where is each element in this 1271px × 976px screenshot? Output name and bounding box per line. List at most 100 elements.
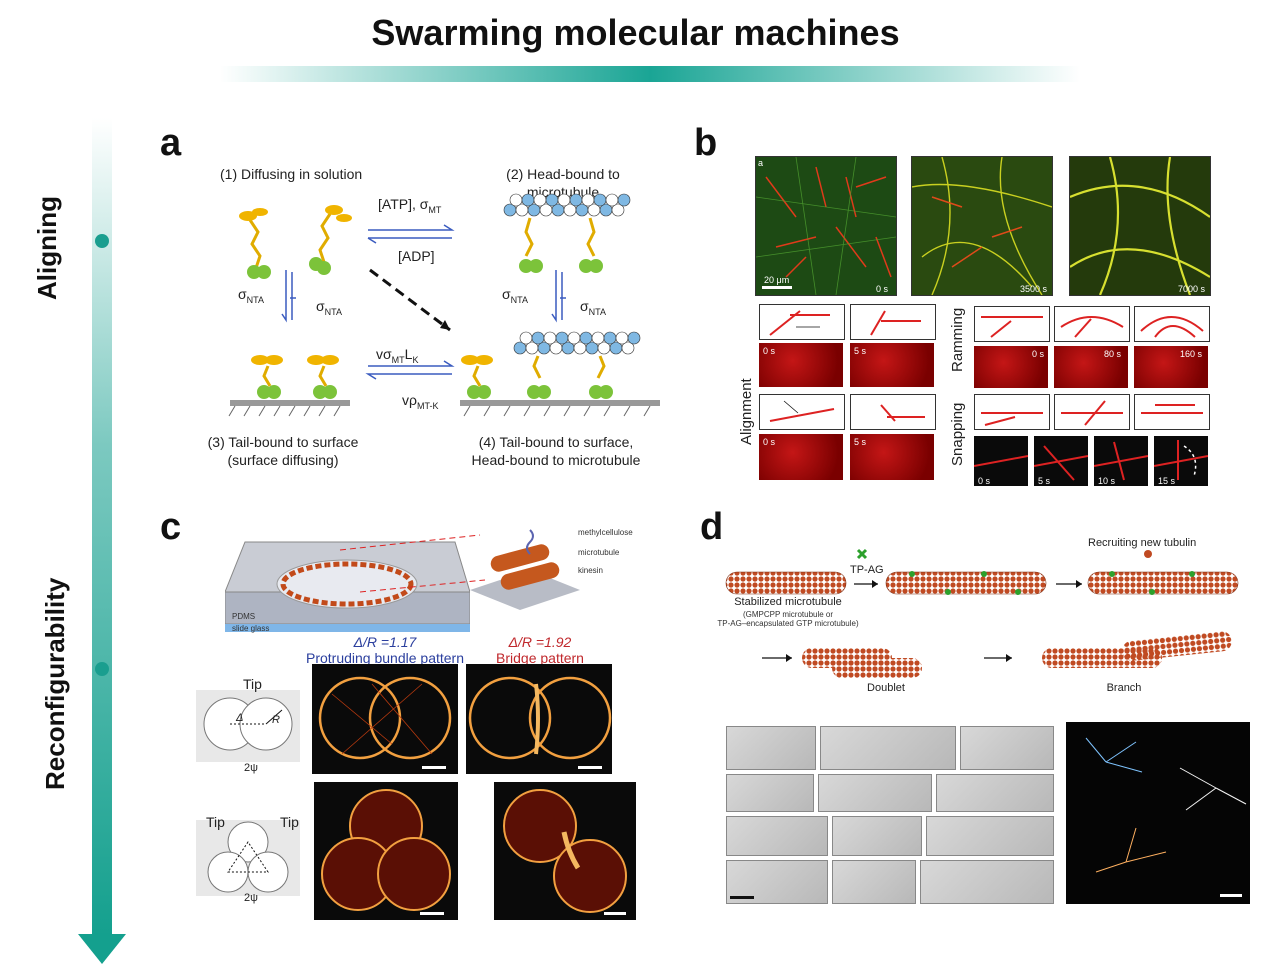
kinesin-label: kinesin xyxy=(578,566,603,575)
microtubule-label: microtubule xyxy=(578,548,620,557)
pattern-label-bridge: Bridge pattern xyxy=(496,650,584,666)
delta-symbol: Δ xyxy=(236,712,244,724)
tip-left-label: Tip xyxy=(206,814,225,830)
two-circle-geometry xyxy=(196,690,300,762)
rate-adp-label: [ADP] xyxy=(398,248,435,264)
ramming-schematic-3 xyxy=(1134,306,1210,342)
em-image-7 xyxy=(726,816,828,856)
ram-time-160s: 160 s xyxy=(1180,349,1203,359)
methylcellulose-label: methylcellulose xyxy=(578,528,633,537)
pdms-chamber-illustration xyxy=(225,541,470,632)
alignment-label: Alignment xyxy=(738,378,755,445)
state-4-label-line2: Head-bound to microtubule xyxy=(471,452,641,468)
pdms-label: PDMS xyxy=(232,612,256,621)
state-3-label-line1: (3) Tail-bound to surface xyxy=(207,434,359,450)
stabilized-mt-label: Stabilized microtubule xyxy=(734,596,842,608)
psi-symbol-2: 2ψ xyxy=(244,892,258,904)
scale-label-20um: 20 μm xyxy=(764,275,790,285)
kinesin-state-diagram xyxy=(228,193,660,417)
alignment-schematic-4 xyxy=(850,394,936,430)
panel-letter-d: d xyxy=(700,506,724,548)
rate-atp-label: [ATP], σMT xyxy=(378,196,442,215)
rate-bottom-forward: vσMTLK xyxy=(376,346,419,365)
aster-fluorescence-image xyxy=(1066,722,1250,904)
scale-bar-b xyxy=(762,286,792,289)
snapping-schematic-3 xyxy=(1134,394,1210,430)
surface-state-4 xyxy=(460,331,660,417)
ram-time-0s: 0 s xyxy=(1032,349,1045,359)
ratio-label-1: Δ/R =1.17 xyxy=(353,634,417,650)
state-2-label-line2: microtubule xyxy=(526,184,600,200)
alignment-schematic-3 xyxy=(759,394,845,430)
axis-label-reconfigurability: Reconfigurability xyxy=(40,577,70,790)
vertical-axis-arrow xyxy=(92,118,112,936)
scale-bar-d xyxy=(1220,894,1242,897)
psi-symbol: 2ψ xyxy=(244,762,258,774)
align2-time-0s: 0 s xyxy=(763,437,776,447)
panel-letter-b: b xyxy=(694,122,718,164)
axis-label-aligning: Aligning xyxy=(32,196,62,300)
microtubule-icon-top xyxy=(503,193,631,273)
alignment-frame-b-5s xyxy=(850,434,934,480)
slide-glass-label: slide glass xyxy=(232,624,270,633)
alignment-frame-5s xyxy=(850,343,934,387)
ratio-label-2: Δ/R =1.92 xyxy=(508,634,572,650)
axis-dot-reconfig xyxy=(95,662,109,676)
snap-time-5s: 5 s xyxy=(1038,476,1051,486)
snapping-frame-15s xyxy=(1153,436,1209,486)
ramming-schematic-2 xyxy=(1054,306,1130,342)
tpag-label: TP-AG xyxy=(850,564,884,576)
tubulin-recruitment-schematic xyxy=(725,548,1239,678)
scale-bar-em xyxy=(730,896,754,899)
em-image-11 xyxy=(832,860,916,904)
three-lobe-protruding-image xyxy=(314,782,458,920)
align-time-5s: 5 s xyxy=(854,346,867,356)
microtubule-kinesin-zoom xyxy=(470,529,580,610)
zoom-dashed-lines xyxy=(339,534,486,593)
micrograph-0s xyxy=(755,156,897,296)
stabilized-mt-sub1: (GMPCPP microtubule or xyxy=(742,610,834,619)
em-image-6 xyxy=(936,774,1054,812)
axis-dot-aligning xyxy=(95,234,109,248)
micrograph-7000s xyxy=(1069,156,1211,296)
snapping-frame-5s xyxy=(1033,436,1089,486)
em-image-1 xyxy=(726,726,816,770)
em-image-4 xyxy=(726,774,814,812)
em-image-12 xyxy=(920,860,1054,904)
stabilized-mt-sub2: TP-AG–encapsulated GTP microtubule) xyxy=(717,619,859,628)
ramming-schematic-1 xyxy=(974,306,1050,342)
axis-arrow-head xyxy=(78,934,126,964)
state-2-label-line1: (2) Head-bound to xyxy=(506,166,620,182)
align-time-0s: 0 s xyxy=(763,346,776,356)
tip-label: Tip xyxy=(243,676,262,692)
snap-time-15s: 15 s xyxy=(1158,476,1176,486)
panel-letter-a: a xyxy=(160,122,182,164)
ram-time-80s: 80 s xyxy=(1104,349,1122,359)
em-image-8 xyxy=(832,816,922,856)
snapping-frame-10s xyxy=(1093,436,1149,486)
doublet-label: Doublet xyxy=(867,682,905,694)
sigma-nta-right-a: σNTA xyxy=(502,286,528,305)
em-image-2 xyxy=(820,726,956,770)
sigma-nta-left-a: σNTA xyxy=(238,286,264,305)
sigma-nta-left-b: σNTA xyxy=(316,298,342,317)
state-1-label: (1) Diffusing in solution xyxy=(220,166,363,182)
micrograph-3500s xyxy=(911,156,1053,296)
ramming-frame-160s xyxy=(1134,346,1208,388)
snapping-schematic-1 xyxy=(974,394,1050,430)
time-stamp-3500s: 3500 s xyxy=(1020,284,1048,294)
scale-bar-c2 xyxy=(578,766,602,769)
alignment-frame-0s xyxy=(759,343,843,387)
pattern-label-protruding: Protruding bundle pattern xyxy=(306,650,464,666)
alignment-frame-b-0s xyxy=(759,434,843,480)
em-image-3 xyxy=(960,726,1054,770)
em-image-5 xyxy=(818,774,932,812)
scale-bar-c4 xyxy=(604,912,626,915)
radius-symbol: R xyxy=(272,714,280,726)
snapping-schematic-2 xyxy=(1054,394,1130,430)
kinesin-icon-1 xyxy=(239,208,271,279)
scale-bar-c3 xyxy=(420,912,444,915)
three-lobe-bridge-image xyxy=(494,782,636,920)
alignment-schematic-1 xyxy=(759,304,845,340)
em-image-9 xyxy=(926,816,1054,856)
